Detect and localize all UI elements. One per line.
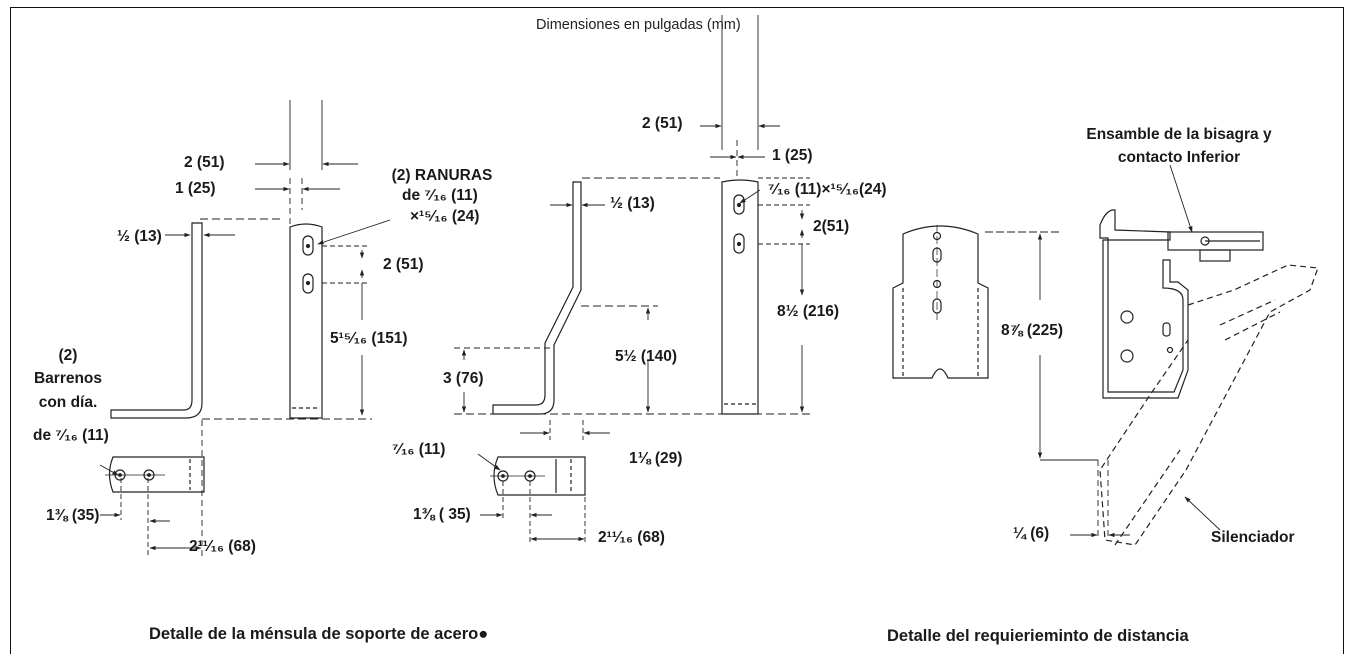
dim-foot-length: 2¹¹⁄₁₆ (68)	[189, 538, 256, 555]
dim-slot-spacing: 2(51)	[813, 218, 850, 235]
dim-height: 5¹⁵⁄₁₆ (151)	[330, 330, 408, 347]
bracket-straight-foot-view	[105, 456, 205, 493]
units-note: Dimensiones en pulgadas (mm)	[536, 17, 741, 33]
bracket-offset-foot-view	[490, 456, 586, 496]
bracket-offset-front-view	[721, 179, 759, 415]
drawing-frame	[10, 7, 1344, 654]
caption-clearance-detail: Detalle del requierieminto de distancia	[887, 627, 1189, 645]
dim-inner-width: 1 (25)	[175, 180, 216, 197]
dim-bend-height: 5½ (140)	[615, 348, 678, 365]
bracket-straight-dimensions	[99, 100, 391, 560]
bracket-straight-front-view	[289, 223, 323, 419]
clearance-plate	[892, 225, 989, 379]
dim-thickness: ½ (13)	[117, 228, 162, 245]
hinge-label-line2: contacto Inferior	[1117, 149, 1241, 166]
hinge-label-line1: Ensamble de la bisagra y	[1086, 126, 1272, 143]
hinge-assembly	[1099, 209, 1264, 399]
slots-label-line3: ×¹⁵⁄₁₆ (24)	[410, 208, 480, 225]
dim-offset-width: 1⅛ (29)	[629, 450, 683, 467]
dim-top-width: 2 (51)	[642, 115, 683, 132]
dim-inner-width: 1 (25)	[772, 147, 813, 164]
dim-hole-dia: ⁷⁄₁₆ (11)	[392, 441, 446, 458]
dim-foot-length: 2¹¹⁄₁₆ (68)	[598, 529, 665, 546]
dim-total-height: 8½ (216)	[777, 303, 840, 320]
holes-label-line2: Barrenos	[33, 370, 103, 387]
dim-clearance-height: 8⅞ (225)	[1001, 322, 1064, 339]
dim-hole-offset: 1⅜ (35)	[46, 507, 100, 524]
dim-top-width: 2 (51)	[184, 154, 225, 171]
slots-label-line1: (2) RANURAS	[391, 167, 493, 184]
holes-label-line3: con día.	[38, 394, 98, 411]
caption-bracket-detail: Detalle de la ménsula de soporte de acer…	[149, 625, 489, 643]
slot-size-label: ⁷⁄₁₆ (11)×¹⁵⁄₁₆(24)	[768, 181, 887, 198]
dim-offset-height: 3 (76)	[443, 370, 484, 387]
holes-label-line4: de ⁷⁄₁₆ (11)	[33, 427, 109, 444]
muffler-label: Silenciador	[1211, 529, 1295, 546]
bracket-straight-side-view	[110, 222, 203, 419]
dim-hole-offset: 1⅜ ( 35)	[413, 506, 471, 523]
dim-thickness: ½ (13)	[610, 195, 655, 212]
holes-label-line1: (2)	[58, 347, 78, 364]
dim-slot-spacing: 2 (51)	[383, 256, 424, 273]
dim-gap: ¼ (6)	[1013, 525, 1050, 542]
bracket-offset-dimensions	[454, 15, 810, 545]
muffler-outline	[1099, 264, 1319, 546]
slots-label-line2: de ⁷⁄₁₆ (11)	[402, 187, 478, 204]
bracket-offset-side-view	[492, 181, 582, 415]
clearance-dimensions	[985, 164, 1221, 540]
